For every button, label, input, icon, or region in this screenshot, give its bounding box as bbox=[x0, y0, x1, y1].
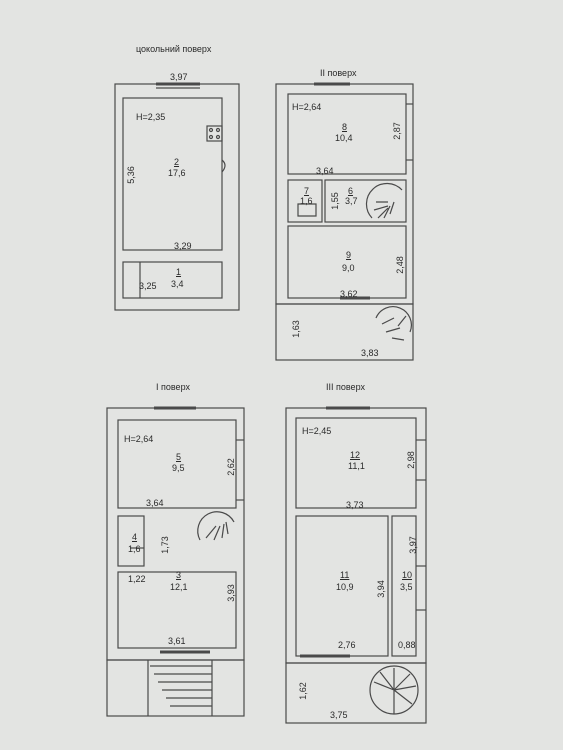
room-3-area: 12,1 bbox=[170, 582, 188, 592]
room-1-outline bbox=[122, 261, 223, 299]
first-floor-title: I поверх bbox=[156, 382, 190, 392]
room-6-outline bbox=[324, 179, 407, 223]
basement-title: цокольний поверх bbox=[136, 44, 212, 54]
room-2-number: 2 bbox=[174, 157, 180, 167]
room-10-area: 3,5 bbox=[400, 582, 413, 592]
basement-plan bbox=[114, 82, 240, 311]
third-dim-inner: 3,94 bbox=[375, 580, 386, 598]
room-3-outline bbox=[117, 571, 237, 649]
room-12-number: 12 bbox=[350, 450, 361, 460]
first-dim-small: 1,73 bbox=[159, 536, 170, 554]
first-dim-mid-width: 3,64 bbox=[146, 498, 164, 508]
basement-height: H=2,35 bbox=[136, 112, 166, 122]
room-10-outline bbox=[391, 515, 417, 657]
third-floor-plan bbox=[285, 406, 427, 724]
basement-dim-left: 5,36 bbox=[125, 166, 136, 184]
second-floor-balcony bbox=[275, 303, 414, 361]
third-dim-ext-bottom: 3,75 bbox=[330, 710, 348, 720]
first-dim-left-small: 1,22 bbox=[128, 574, 146, 584]
spiral-stair-icon bbox=[197, 511, 235, 541]
second-dim-bottom: 3,62 bbox=[340, 289, 358, 299]
first-dim-bottom: 3,61 bbox=[168, 636, 186, 646]
first-floor-outer-wall bbox=[106, 407, 245, 661]
room-9-area: 9,0 bbox=[342, 263, 355, 273]
third-dim-mid-width: 3,73 bbox=[346, 500, 364, 510]
room-12-area: 11,1 bbox=[348, 461, 365, 471]
third-dim-right-mid: 3,97 bbox=[407, 536, 418, 554]
room-10-number: 10 bbox=[402, 570, 413, 580]
entrance-stairs bbox=[147, 660, 213, 716]
second-floor-height: H=2,64 bbox=[292, 102, 322, 112]
third-dim-bottom-small: 0,88 bbox=[398, 640, 416, 650]
room-7-area: 1,6 bbox=[300, 196, 313, 206]
third-floor-height: H=2,45 bbox=[302, 426, 332, 436]
room-4-area: 1,6 bbox=[128, 544, 141, 554]
spiral-stair-icon bbox=[365, 182, 403, 219]
third-floor-balcony bbox=[285, 662, 427, 724]
first-dim-right-top: 2,62 bbox=[225, 458, 236, 476]
room-5-number: 5 bbox=[176, 452, 182, 462]
second-floor-title: II поверх bbox=[320, 68, 357, 78]
room-12-outline bbox=[295, 417, 417, 509]
door-arc bbox=[221, 159, 226, 173]
spiral-stair-icon bbox=[375, 306, 412, 341]
second-floor-plan bbox=[275, 82, 414, 361]
first-dim-right-low: 3,93 bbox=[225, 584, 236, 602]
third-dim-bottom-left: 2,76 bbox=[338, 640, 356, 650]
third-floor-outer-wall bbox=[285, 407, 427, 664]
second-dim-right-top: 2,87 bbox=[391, 122, 402, 140]
room-9-outline bbox=[287, 225, 407, 299]
second-dim-small: 1,55 bbox=[329, 192, 340, 210]
second-dim-ext-left: 1,63 bbox=[290, 320, 301, 338]
third-dim-ext-left: 1,62 bbox=[297, 682, 308, 700]
room-1-number: 1 bbox=[176, 267, 182, 277]
room-11-area: 10,9 bbox=[336, 582, 354, 592]
room-2-area: 17,6 bbox=[168, 168, 186, 178]
room-7-outline bbox=[287, 179, 323, 223]
entrance-porch bbox=[106, 659, 245, 717]
room-6-number: 6 bbox=[348, 186, 354, 196]
room-4-outline bbox=[117, 515, 145, 567]
room-5-outline bbox=[117, 419, 237, 509]
first-floor-plan bbox=[106, 406, 245, 717]
third-floor-title: III поверх bbox=[326, 382, 365, 392]
basement-dim-mid: 3,29 bbox=[174, 241, 192, 251]
room-1-area: 3,4 bbox=[171, 279, 184, 289]
basement-dim-top: 3,97 bbox=[170, 72, 188, 82]
second-dim-ext-bottom: 3,83 bbox=[361, 348, 379, 358]
room-11-number: 11 bbox=[340, 570, 350, 580]
room-2-outline bbox=[122, 97, 223, 251]
stove-icon bbox=[206, 125, 223, 142]
first-floor-height: H=2,64 bbox=[124, 434, 154, 444]
room-9-number: 9 bbox=[346, 250, 352, 260]
room-3-number: 3 bbox=[176, 570, 182, 580]
spiral-stair-icon bbox=[369, 665, 419, 715]
room-8-number: 8 bbox=[342, 122, 348, 132]
room-7-number: 7 bbox=[304, 186, 310, 196]
room-5-area: 9,5 bbox=[172, 463, 185, 473]
third-dim-right-top: 2,98 bbox=[405, 451, 416, 469]
basement-dim-bottom: 3,25 bbox=[139, 281, 157, 291]
room-8-outline bbox=[287, 93, 407, 175]
room-6-area: 3,7 bbox=[345, 196, 358, 206]
second-dim-right-mid: 2,48 bbox=[394, 256, 405, 274]
bathtub-icon bbox=[297, 203, 317, 217]
second-dim-mid-width: 3,64 bbox=[316, 166, 334, 176]
room-8-area: 10,4 bbox=[335, 133, 353, 143]
room-4-number: 4 bbox=[132, 532, 138, 542]
